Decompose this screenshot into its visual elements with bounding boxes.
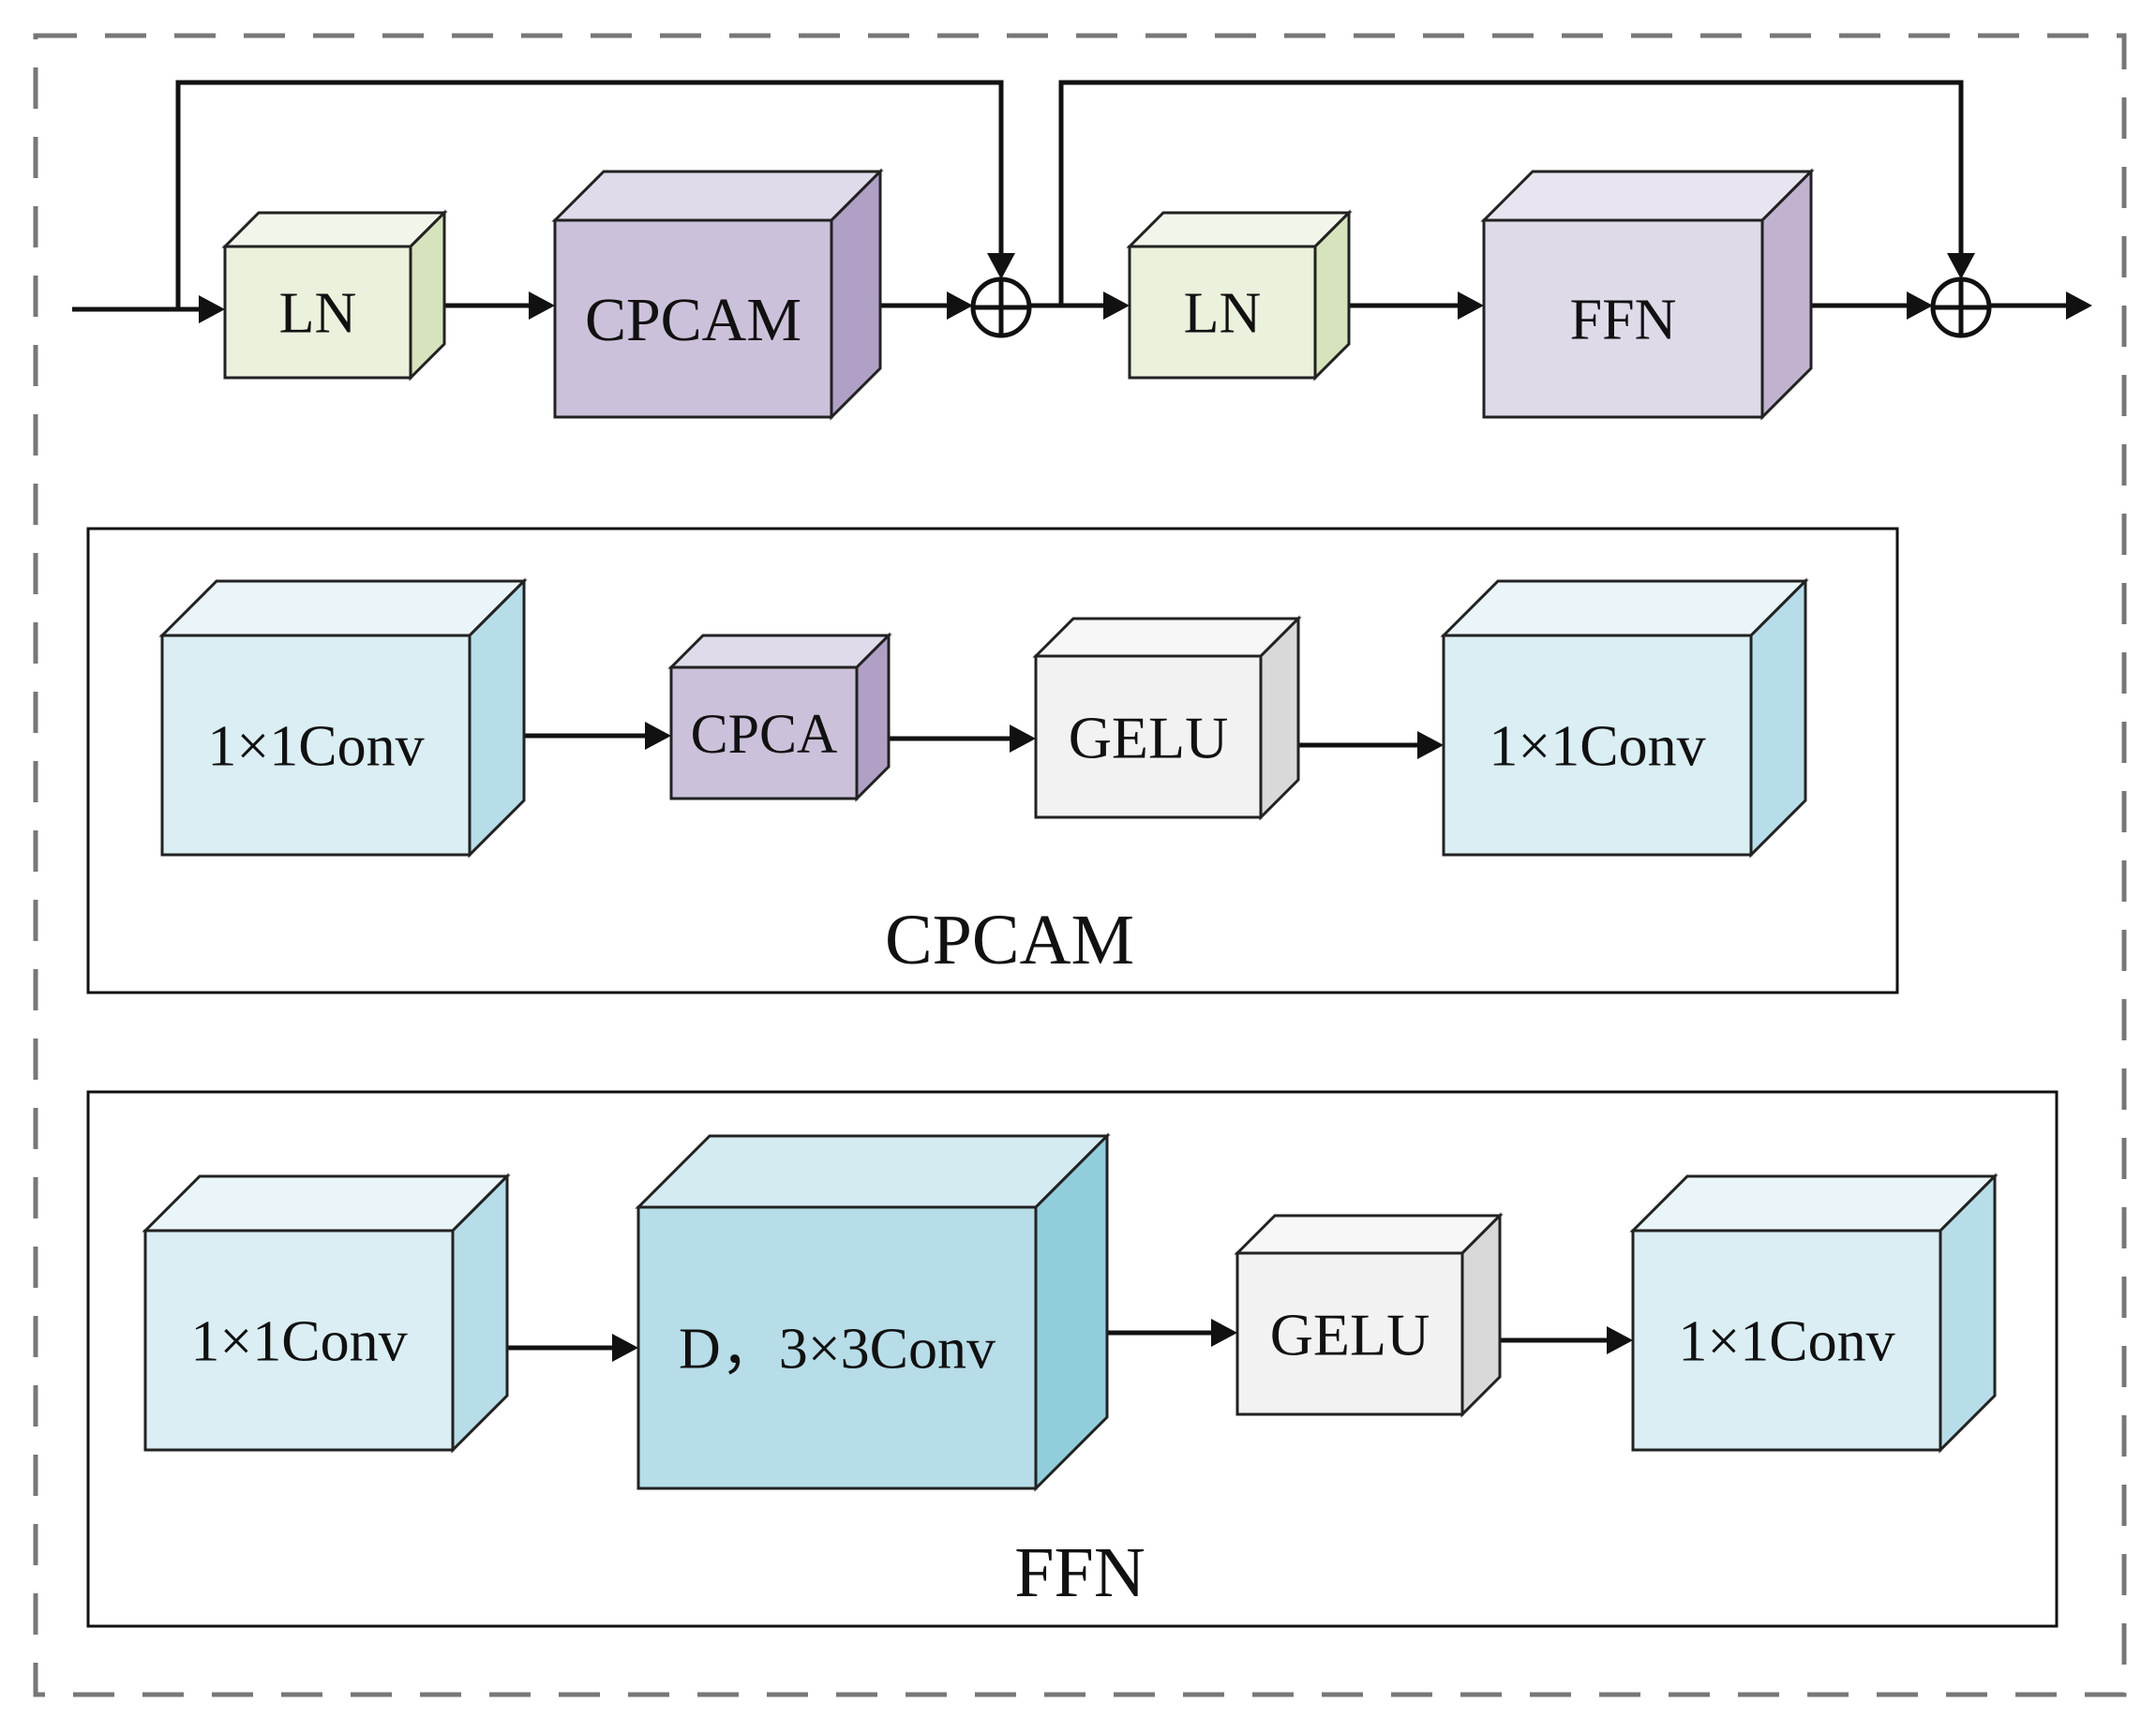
ffn-panel-frame (86, 1090, 2059, 1628)
dconv-block-front-face (636, 1205, 1038, 1490)
residual-2-line (1058, 80, 1964, 306)
arrow-ffn-add2-arrowhead-icon (1907, 291, 1933, 320)
residual-1-line (175, 80, 1004, 309)
cpcam-panel-frame (86, 527, 1899, 994)
ffn-conv-out-block-front-face (1631, 1229, 1942, 1452)
cpca-block: CPCA (667, 632, 892, 802)
ffn-block-label: FFN (1570, 289, 1677, 352)
cpcam-block: CPCAM (551, 168, 884, 421)
ffn-conv-in-block-top-face (142, 1174, 511, 1233)
ln-block-1: LN (221, 209, 448, 381)
ffn-gelu-block-label: GELU (1270, 1301, 1430, 1367)
ffn-block-front-face (1482, 218, 1764, 419)
cpcam-block-front-face (553, 218, 833, 419)
cpcam-conv-out-block-top-face (1440, 579, 1809, 637)
cpcam-gelu-block-top-face (1032, 617, 1302, 658)
cpcam-conv-in-block-label: 1×1Conv (207, 715, 424, 779)
ln-block-1-top-face (221, 211, 448, 248)
arrow-ffngelu-convout-arrowhead-icon (1607, 1326, 1633, 1354)
ffn-block-top-face (1480, 170, 1815, 222)
residual-1-arrowhead-icon (987, 253, 1015, 279)
ffn-gelu-block: GELU (1234, 1212, 1504, 1418)
blocks-layer: LN CPCAM LN FFN 1×1Conv CPCA GELU 1×1Conv 1×1Con… (142, 168, 1999, 1492)
arrow-ffnconvin-dconv-arrowhead-icon (612, 1334, 638, 1362)
ffn-gelu-block-top-face (1234, 1214, 1504, 1255)
arrow-ln2-ffn-arrowhead-icon (1458, 291, 1484, 320)
add1-out-arrowhead-icon (1103, 291, 1130, 320)
ffn-panel-title: FFN (1014, 1533, 1145, 1612)
cpcam-block-top-face (551, 170, 884, 222)
cpca-block-front-face (669, 665, 859, 800)
ln-block-2: LN (1126, 209, 1353, 381)
dconv-block: D，3×3Conv (635, 1132, 1111, 1492)
ffn-conv-in-block-front-face (143, 1229, 455, 1452)
arrow-convin-cpca-arrowhead-icon (645, 722, 671, 750)
residual-2-arrowhead-icon (1947, 253, 1975, 279)
cpcam-conv-in-block-front-face (160, 634, 472, 857)
ffn-block: FFN (1480, 168, 1815, 421)
cpcam-gelu-block-label: GELU (1069, 704, 1229, 770)
cpcam-conv-in-block: 1×1Conv (158, 577, 528, 859)
outer-dashed-frame (33, 33, 2127, 1697)
ln-block-1-label: LN (279, 282, 357, 346)
arrow-cpcam-add1-arrowhead-icon (947, 291, 973, 320)
ffn-conv-out-block: 1×1Conv (1629, 1173, 1999, 1454)
ffn-conv-in-block: 1×1Conv (142, 1173, 511, 1454)
ffn-conv-out-block-top-face (1629, 1174, 1999, 1233)
arrow-ln1-cpcam-arrowhead-icon (529, 291, 555, 320)
cpcam-conv-out-block-front-face (1442, 634, 1753, 857)
arrow-gelu-convout-arrowhead-icon (1417, 731, 1444, 759)
connector-lines (72, 80, 2092, 1362)
ln-block-1-front-face (223, 245, 412, 380)
cpcam-gelu-block: GELU (1032, 615, 1302, 821)
ln-block-2-label: LN (1184, 282, 1262, 346)
cpcam-conv-out-block-label: 1×1Conv (1489, 715, 1705, 779)
cpca-block-label: CPCA (691, 703, 838, 765)
add-node-2 (1930, 276, 1992, 338)
cpcam-panel-title: CPCAM (885, 901, 1134, 979)
ffn-conv-in-block-label: 1×1Conv (190, 1310, 407, 1374)
cpca-block-top-face (667, 634, 892, 669)
input-arrowhead-icon (199, 295, 225, 323)
ffn-conv-out-block-label: 1×1Conv (1678, 1310, 1894, 1374)
ln-block-2-top-face (1126, 211, 1353, 248)
dconv-block-top-face (635, 1134, 1111, 1209)
arrow-cpca-gelu-arrowhead-icon (1010, 725, 1036, 753)
output-arrowhead-icon (2066, 291, 2092, 320)
add-node-1 (970, 276, 1032, 338)
cpcam-block-label: CPCAM (585, 286, 801, 354)
dconv-block-label: D，3×3Conv (679, 1318, 996, 1382)
ln-block-2-front-face (1128, 245, 1317, 380)
cpcam-conv-in-block-top-face (158, 579, 528, 637)
cpcam-gelu-block-front-face (1034, 654, 1263, 819)
ffn-gelu-block-front-face (1235, 1251, 1464, 1416)
cpcam-conv-out-block: 1×1Conv (1440, 577, 1809, 859)
arrow-dconv-gelu-arrowhead-icon (1211, 1319, 1237, 1347)
